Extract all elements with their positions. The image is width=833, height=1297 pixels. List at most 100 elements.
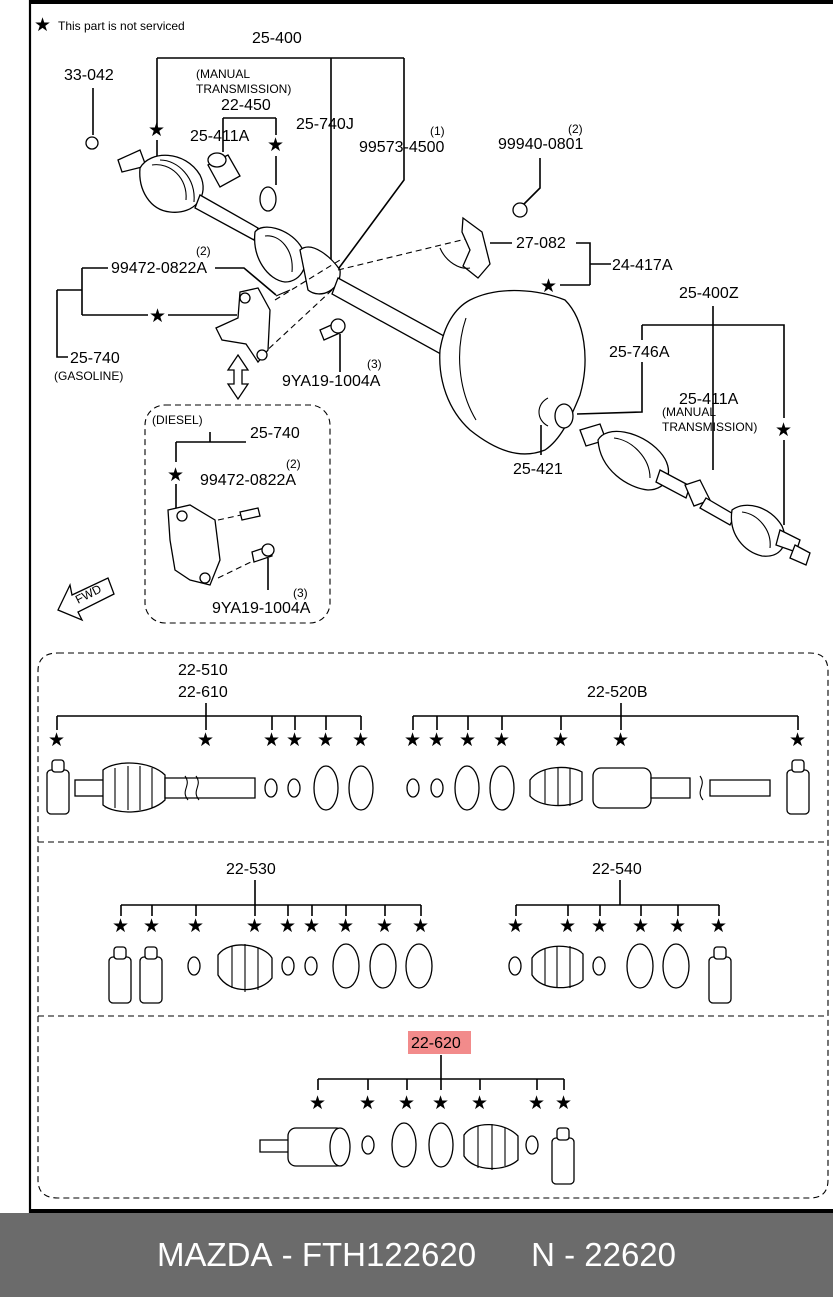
grease-tube[interactable]	[708, 956, 732, 1004]
grease-tube[interactable]	[46, 769, 70, 815]
highlight-22-620	[408, 1031, 471, 1054]
diesel-qty-99472: (2)	[286, 457, 301, 471]
not-serviced-star-icon: ★	[167, 464, 184, 486]
not-serviced-star-icon: ★	[428, 729, 445, 751]
not-serviced-star-icon: ★	[459, 729, 476, 751]
gasoline-note: (GASOLINE)	[54, 369, 123, 383]
washer-33-042[interactable]	[85, 136, 99, 150]
not-serviced-star-icon: ★	[197, 729, 214, 751]
callout-22-530[interactable]: 22-530	[226, 861, 276, 878]
callout-22-620[interactable]: 22-620	[411, 1035, 461, 1052]
nut-99940-0801[interactable]	[512, 202, 528, 218]
callout-99573-4500[interactable]: 99573-4500	[359, 139, 445, 156]
snap-ring-25-411A[interactable]	[259, 186, 277, 212]
not-serviced-star-icon: ★	[552, 729, 569, 751]
not-serviced-star-icon: ★	[112, 915, 129, 937]
callout-25-411A[interactable]: 25-411A	[190, 128, 250, 145]
boot-22-510[interactable]	[102, 762, 166, 813]
not-serviced-star-icon: ★	[540, 275, 557, 297]
callout-22-520B[interactable]: 22-520B	[587, 684, 648, 701]
not-serviced-star-icon: ★	[303, 915, 320, 937]
qty-99940: (2)	[568, 122, 583, 136]
not-serviced-star-icon: ★	[669, 915, 686, 937]
not-serviced-star-icon: ★	[376, 915, 393, 937]
not-serviced-star-icon: ★	[263, 729, 280, 751]
grease-tube[interactable]	[551, 1137, 575, 1185]
diesel-bearing-bracket[interactable]	[167, 504, 221, 586]
not-serviced-star-icon: ★	[149, 305, 166, 327]
callout-27-082[interactable]: 27-082	[516, 235, 566, 252]
callout-25-400Z[interactable]: 25-400Z	[679, 285, 739, 302]
not-serviced-star-icon: ★	[559, 915, 576, 937]
not-serviced-star-icon: ★	[187, 915, 204, 937]
grease-tube[interactable]	[139, 956, 163, 1004]
bearing-22-450[interactable]	[207, 152, 227, 168]
oil-seal-25-746A[interactable]	[554, 403, 574, 429]
not-serviced-star-icon: ★	[632, 915, 649, 937]
grease-tube[interactable]	[786, 769, 810, 815]
not-serviced-star-icon: ★	[404, 729, 421, 751]
callout-99472-0822A[interactable]: 99472-0822A	[111, 260, 207, 277]
callout-25-746A[interactable]: 25-746A	[609, 344, 670, 361]
not-serviced-star-icon: ★	[555, 1092, 572, 1114]
footer-sep: -	[281, 1236, 293, 1273]
callout-25-421[interactable]: 25-421	[513, 461, 563, 478]
callout-25-411A-right[interactable]: 25-411A	[679, 391, 739, 408]
callout-22-610[interactable]: 22-610	[178, 684, 228, 701]
callout-22-540[interactable]: 22-540	[592, 861, 642, 878]
callout-25-740J[interactable]: 25-740J	[296, 116, 354, 133]
callout-22-450[interactable]: 22-450	[221, 97, 271, 114]
not-serviced-star-icon: ★	[493, 729, 510, 751]
callout-24-417A[interactable]: 24-417A	[612, 257, 673, 274]
inner-boot[interactable]	[254, 226, 306, 283]
double-arrow-icon	[226, 353, 250, 401]
grease-tube[interactable]	[108, 956, 132, 1004]
footer-brand: MAZDA	[156, 1236, 273, 1273]
not-serviced-star-icon: ★	[317, 729, 334, 751]
right-outer-boot[interactable]	[730, 504, 786, 557]
bearing-bracket-25-740[interactable]	[215, 287, 271, 364]
not-serviced-star-icon: ★	[528, 1092, 545, 1114]
not-serviced-star-icon: ★	[471, 1092, 488, 1114]
fwd-arrow-icon	[57, 577, 115, 622]
outer-boot[interactable]	[139, 154, 204, 213]
callout-25-400[interactable]: 25-400	[252, 30, 302, 47]
diesel-callout-9YA19-1004A[interactable]: 9YA19-1004A	[212, 600, 311, 617]
inner-joint-22-520B[interactable]	[592, 767, 652, 809]
manual-transmission-right-1: (MANUAL	[662, 405, 716, 419]
boot-22-620[interactable]	[463, 1123, 519, 1170]
kits-panel: 22-510 22-610 ★ ★ ★ ★ ★ ★ 22-520B ★	[37, 652, 829, 1199]
parts-diagram: ★ This part is not serviced 25-400 ★ (MA…	[28, 0, 833, 1213]
not-serviced-star-icon: ★	[507, 915, 524, 937]
qty-99573: (1)	[430, 124, 445, 138]
intermediate-shaft[interactable]	[331, 277, 456, 359]
manual-transmission-right-2: TRANSMISSION)	[662, 420, 757, 434]
not-serviced-star-icon: ★	[359, 1092, 376, 1114]
callout-99940-0801[interactable]: 99940-0801	[498, 136, 584, 153]
kit-22-520B: 22-520B ★ ★ ★ ★ ★ ★ ★	[404, 684, 810, 815]
footer-part-number: FTH122620	[301, 1236, 477, 1273]
boot-22-520B[interactable]	[529, 766, 583, 807]
callout-25-740[interactable]: 25-740	[70, 350, 120, 367]
not-serviced-star-icon: ★	[775, 419, 792, 441]
diesel-title: (DIESEL)	[152, 413, 203, 427]
kit-22-540: 22-540 ★ ★ ★ ★ ★ ★	[507, 861, 732, 1004]
manual-transmission-note-1: (MANUAL	[196, 67, 250, 81]
qty-9YA19: (3)	[367, 357, 382, 371]
not-serviced-star-icon: ★	[612, 729, 629, 751]
not-serviced-star-icon: ★	[591, 915, 608, 937]
not-serviced-star-icon: ★	[267, 134, 284, 156]
not-serviced-star-icon: ★	[432, 1092, 449, 1114]
callout-22-510[interactable]: 22-510	[178, 662, 228, 679]
shaft-22-510[interactable]	[164, 777, 256, 799]
bracket-27-082[interactable]	[461, 216, 491, 279]
qty-99472: (2)	[196, 244, 211, 258]
diesel-callout-25-740[interactable]: 25-740	[250, 425, 300, 442]
callout-9YA19-1004A[interactable]: 9YA19-1004A	[282, 373, 381, 390]
not-serviced-star-icon: ★	[143, 915, 160, 937]
callout-33-042[interactable]: 33-042	[64, 67, 114, 84]
diesel-callout-99472-0822A[interactable]: 99472-0822A	[200, 472, 296, 489]
not-serviced-star-icon: ★	[398, 1092, 415, 1114]
manual-transmission-note-2: TRANSMISSION)	[196, 82, 291, 96]
kit-22-620: 22-620 ★ ★ ★ ★ ★ ★ ★	[259, 1031, 575, 1185]
